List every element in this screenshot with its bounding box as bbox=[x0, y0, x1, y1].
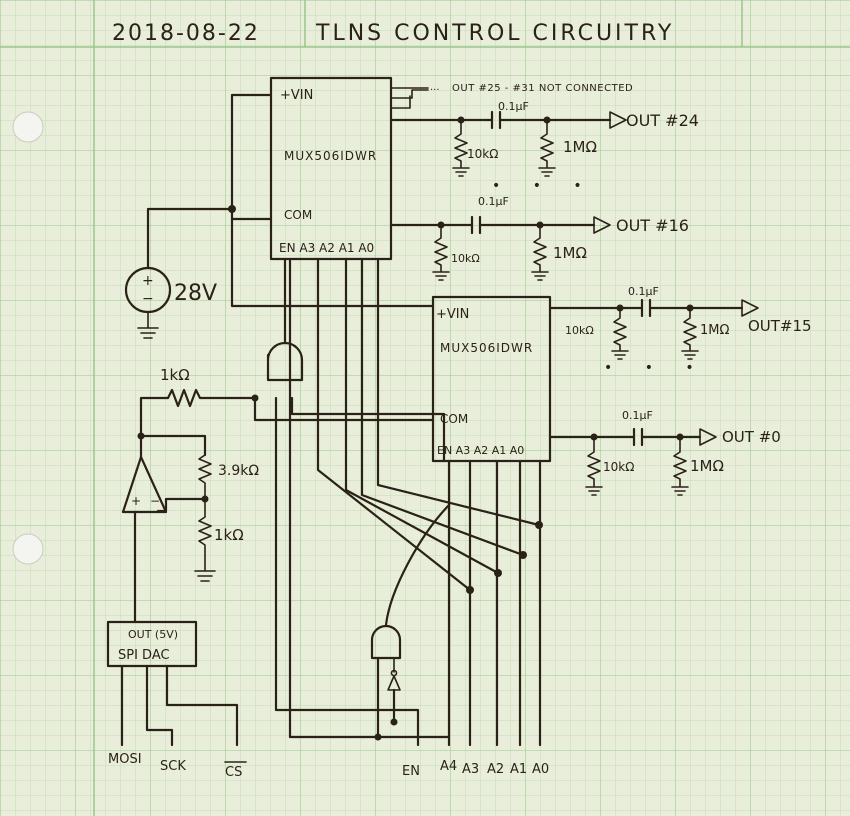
res-0-shunt bbox=[585, 436, 603, 496]
res-15-load bbox=[681, 307, 699, 360]
out24-label: OUT #24 bbox=[626, 111, 699, 130]
res-0-load-label: 1MΩ bbox=[690, 457, 724, 475]
input-a1: A1 bbox=[510, 762, 527, 777]
cap-15 bbox=[640, 298, 652, 318]
input-a2: A2 bbox=[487, 762, 504, 777]
res-3k9-feedback bbox=[198, 454, 212, 500]
mux-lower-vin: +VIN bbox=[436, 307, 469, 322]
res-24-shunt bbox=[452, 119, 470, 177]
res-0-shunt-label: 10kΩ bbox=[603, 460, 634, 474]
supply-minus: − bbox=[142, 291, 154, 307]
header-date: 2018-08-22 bbox=[112, 21, 260, 46]
vin-rail bbox=[230, 93, 435, 308]
input-cs: CS bbox=[225, 765, 242, 780]
opamp-minus: − bbox=[150, 494, 160, 508]
mux-lower-com: COM bbox=[440, 412, 468, 426]
cap-16-label: 0.1μF bbox=[478, 195, 509, 208]
res-16-load bbox=[531, 224, 549, 281]
out16-arrow bbox=[593, 216, 611, 234]
out24-arrow bbox=[609, 111, 627, 129]
mux-lower-part: MUX506IDWR bbox=[440, 341, 533, 355]
cap-0 bbox=[632, 427, 644, 447]
input-en: EN bbox=[402, 764, 420, 779]
binder-hole-top bbox=[12, 111, 44, 143]
res-0-load bbox=[671, 436, 689, 496]
mux-lower-pins: EN A3 A2 A1 A0 bbox=[437, 444, 524, 457]
opamp-plus: + bbox=[131, 494, 141, 508]
input-a3: A3 bbox=[462, 762, 479, 777]
out15-arrow bbox=[741, 299, 759, 317]
res-1k-input bbox=[139, 388, 257, 437]
input-a0: A0 bbox=[532, 762, 549, 777]
res-16-load-label: 1MΩ bbox=[553, 244, 587, 262]
mux-upper-nc-ellipsis: ··· bbox=[430, 85, 440, 96]
input-sck: SCK bbox=[160, 759, 186, 774]
out0-arrow bbox=[699, 428, 717, 446]
mux-upper-com: COM bbox=[284, 208, 312, 222]
res-24-load bbox=[538, 119, 556, 177]
mux-upper-part: MUX506IDWR bbox=[284, 149, 377, 163]
out16-label: OUT #16 bbox=[616, 216, 689, 235]
mux-lower-chip bbox=[431, 295, 552, 463]
res-16-shunt bbox=[432, 224, 450, 281]
ellipsis-upper: • • • bbox=[492, 178, 596, 194]
and-gate-a4 bbox=[370, 624, 402, 660]
res-1k-input-label: 1kΩ bbox=[160, 366, 190, 384]
out0-label: OUT #0 bbox=[722, 428, 781, 446]
mux-upper-nc-note: OUT #25 - #31 NOT CONNECTED bbox=[452, 83, 633, 94]
spi-bus bbox=[120, 664, 239, 747]
res-24-load-label: 1MΩ bbox=[563, 138, 597, 156]
header-title: TLNS CONTROL CIRCUITRY bbox=[315, 21, 674, 46]
cap-15-label: 0.1μF bbox=[628, 285, 659, 298]
opamp bbox=[121, 455, 168, 514]
cap-24 bbox=[490, 110, 502, 130]
ellipsis-lower: • • • bbox=[604, 360, 708, 376]
supply-plus: + bbox=[142, 273, 154, 289]
cap-0-label: 0.1μF bbox=[622, 409, 653, 422]
mux-upper-vin: +VIN bbox=[280, 88, 313, 103]
res-1k-ground-label: 1kΩ bbox=[214, 526, 244, 544]
res-1k-ground bbox=[194, 498, 216, 582]
spi-dac bbox=[106, 620, 198, 668]
cap-16 bbox=[470, 215, 482, 235]
supply-label: 28V bbox=[174, 281, 217, 306]
out15-label: OUT#15 bbox=[748, 317, 812, 335]
dac-line1: OUT (5V) bbox=[128, 628, 178, 641]
input-a4: A4 bbox=[440, 759, 457, 774]
cap-24-label: 0.1μF bbox=[498, 100, 529, 113]
res-15-shunt-label: 10kΩ bbox=[565, 324, 594, 337]
res-15-load-label: 1MΩ bbox=[700, 323, 729, 338]
res-24-shunt-label: 10kΩ bbox=[467, 147, 498, 161]
dac-line2: SPI DAC bbox=[118, 648, 170, 663]
com-bus bbox=[253, 396, 435, 422]
mux-upper-chip bbox=[269, 76, 393, 261]
mux-upper-pins: EN A3 A2 A1 A0 bbox=[279, 241, 374, 255]
res-16-shunt-label: 10kΩ bbox=[451, 252, 480, 265]
res-15-shunt bbox=[611, 307, 629, 360]
binder-hole-bottom bbox=[12, 533, 44, 565]
input-mosi: MOSI bbox=[108, 752, 142, 767]
supply-ground bbox=[137, 311, 159, 339]
res-3k9-label: 3.9kΩ bbox=[218, 463, 259, 479]
